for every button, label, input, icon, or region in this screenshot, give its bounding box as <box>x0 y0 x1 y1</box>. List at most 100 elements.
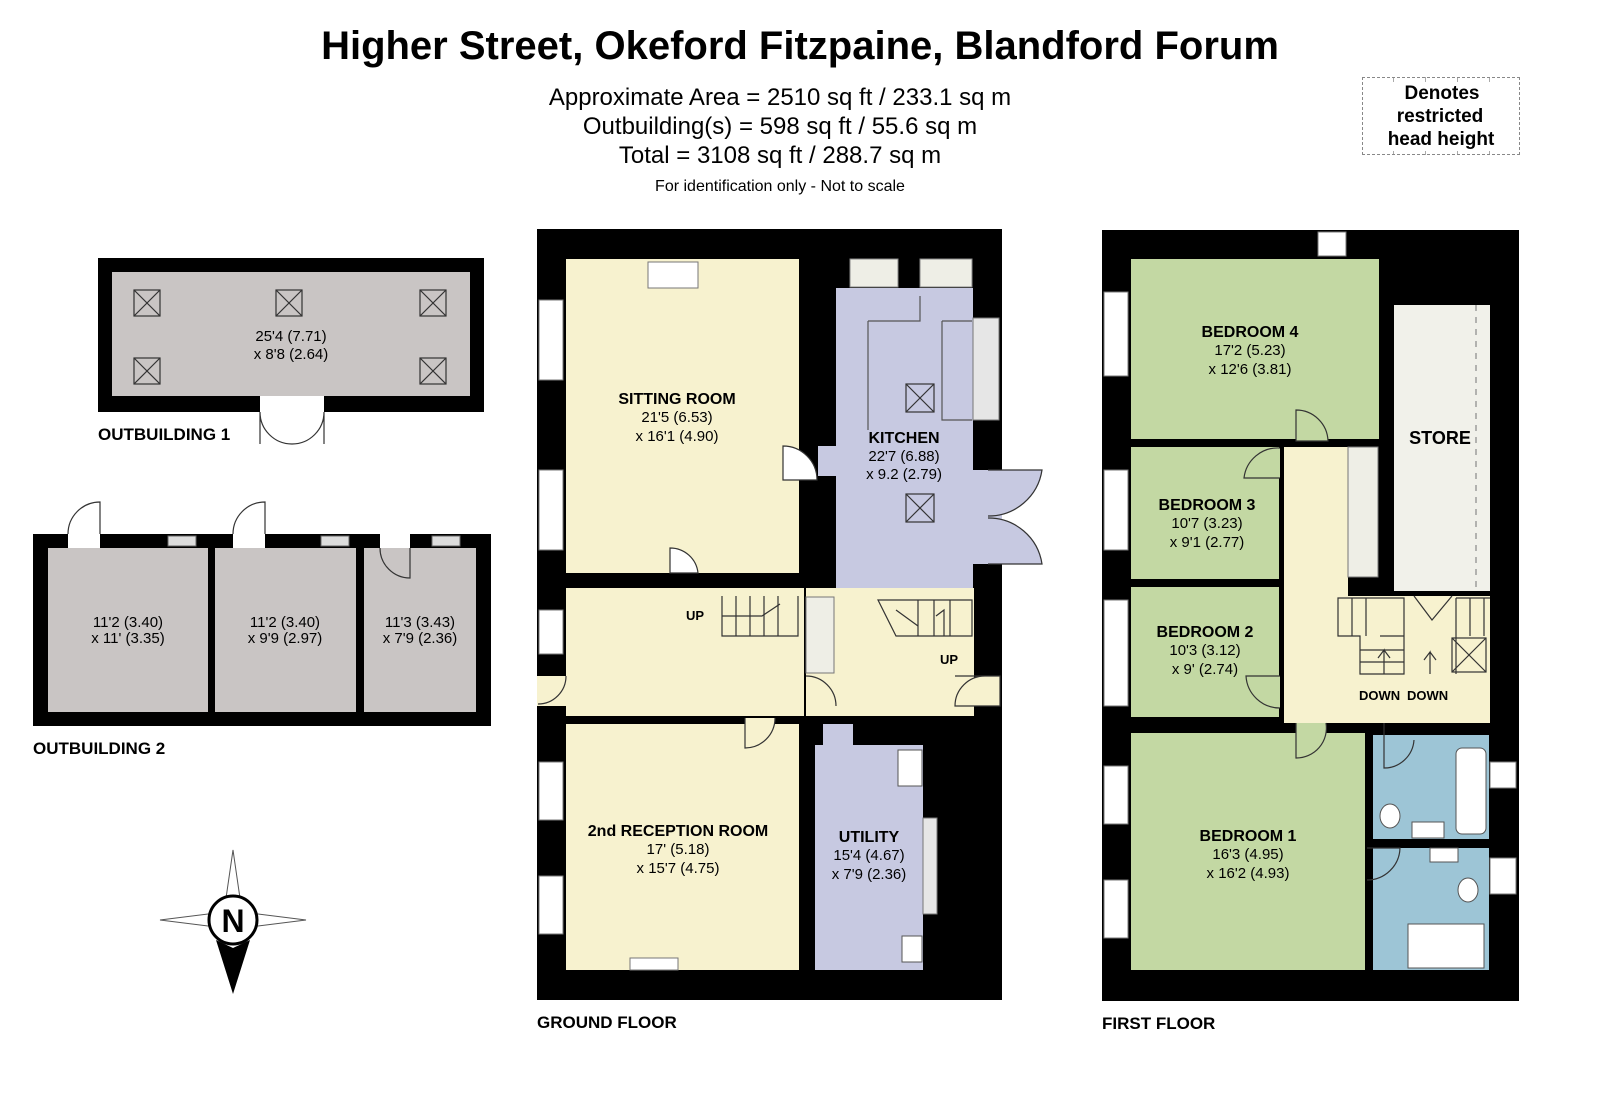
compass-rose: N <box>159 849 307 994</box>
store-door <box>1413 595 1453 621</box>
landing-wardrobe <box>1347 446 1379 578</box>
utility-wc <box>901 935 923 963</box>
sitting-room-dim-1: 21'5 (6.53) <box>641 409 712 426</box>
ground-floor-label: GROUND FLOOR <box>537 1013 677 1032</box>
stairs-up-label-2: UP <box>940 652 958 667</box>
kitchen-dim-1: 22'7 (6.88) <box>868 448 939 465</box>
ensuite-door <box>1366 847 1401 881</box>
sitting-room-door <box>782 445 818 481</box>
bedroom-3-name: BEDROOM 3 <box>1159 497 1256 514</box>
ob2-room-b <box>215 548 356 712</box>
ob2b-dim-1: 11'2 (3.40) <box>250 614 320 631</box>
ob2a-dim-1: 11'2 (3.40) <box>93 614 163 631</box>
kitchen-window <box>972 317 1000 421</box>
kitchen-skylights <box>905 383 935 523</box>
bedroom-2-door <box>1245 675 1281 709</box>
plan-title: Higher Street, Okeford Fitzpaine, Blandf… <box>321 24 1279 68</box>
stairs-up-label-1: UP <box>686 608 704 623</box>
bedroom-3-dim-1: 10'7 (3.23) <box>1171 515 1242 532</box>
bedroom-2-dim-2: x 9' (2.74) <box>1172 661 1238 678</box>
rear-hall-door <box>805 675 837 707</box>
reception-dim-2: x 15'7 (4.75) <box>637 860 720 877</box>
bedroom-2-dim-1: 10'3 (3.12) <box>1169 642 1240 659</box>
reception-floor <box>566 724 799 970</box>
kitchen-floor <box>836 288 973 588</box>
ff-stairs <box>1337 597 1490 675</box>
gf-stairs-2 <box>877 599 973 637</box>
outbuildings-area: Outbuilding(s) = 598 sq ft / 55.6 sq m <box>582 113 978 140</box>
hall-door <box>669 547 699 574</box>
bath-wc <box>1379 803 1401 829</box>
bedroom-1-dim-1: 16'3 (4.95) <box>1212 846 1283 863</box>
outbuilding-1-label: OUTBUILDING 1 <box>98 425 231 444</box>
ob2-window-c <box>431 535 461 547</box>
ob2-door-c <box>379 547 411 579</box>
reception-name: 2nd RECEPTION ROOM <box>588 823 768 840</box>
scale-note: For identification only - Not to scale <box>655 178 905 195</box>
utility-dim-2: x 7'9 (2.36) <box>832 866 907 883</box>
ob1-dim-1: 25'4 (7.71) <box>255 328 326 345</box>
gf-stairs-1 <box>721 596 799 637</box>
bathroom-door <box>1383 723 1415 769</box>
kitchen-unit-2 <box>919 258 973 288</box>
sanitary-ware <box>1379 747 1487 969</box>
stairs-down-label-1: DOWN <box>1359 688 1400 703</box>
ensuite-wc <box>1457 877 1479 903</box>
ob2-window-a <box>167 535 197 547</box>
store-floor <box>1394 305 1490 591</box>
ob2c-dim-1: 11'3 (3.43) <box>385 614 455 631</box>
ob1-double-door <box>259 411 325 445</box>
stairs-down-label-2: DOWN <box>1407 688 1448 703</box>
ob2a-dim-2: x 11' (3.35) <box>91 630 164 647</box>
bedroom-4-door <box>1295 409 1329 442</box>
reception-dim-1: 17' (5.18) <box>647 841 710 858</box>
kitchen-dim-2: x 9.2 (2.79) <box>866 466 942 483</box>
compass-north-arrow <box>216 940 250 994</box>
ob2b-dim-2: x 9'9 (2.97) <box>248 630 323 647</box>
ob2-window-b <box>320 535 350 547</box>
utility-dim-1: 15'4 (4.67) <box>833 847 904 864</box>
bedroom-4-floor <box>1131 259 1379 439</box>
bedroom-3-door <box>1243 447 1281 479</box>
ground-floor: UP UP SITTING ROOM 21'5 (6.53) x 16'1 (4… <box>537 229 1043 1000</box>
bedroom-4-dim-1: 17'2 (5.23) <box>1214 342 1285 359</box>
ob2c-dim-2: x 7'9 (2.36) <box>383 630 458 647</box>
ob2-door-b <box>232 501 266 535</box>
sitting-room-dim-2: x 16'1 (4.90) <box>636 428 719 445</box>
total-area: Total = 3108 sq ft / 288.7 sq m <box>618 142 942 169</box>
first-floor: DOWN DOWN BEDROOM 4 17'2 (5.23) x 12'6 (… <box>1102 230 1519 1001</box>
bedroom-1-dim-2: x 16'2 (4.93) <box>1207 865 1290 882</box>
ob1-floor <box>112 272 470 396</box>
bedroom-1-name: BEDROOM 1 <box>1200 828 1297 845</box>
ob2-room-a <box>48 548 208 712</box>
utility-name: UTILITY <box>839 829 900 846</box>
compass-letter: N <box>221 903 244 939</box>
bedroom-3-dim-2: x 9'1 (2.77) <box>1170 534 1245 551</box>
sitting-room-name: SITTING ROOM <box>618 391 735 408</box>
bedroom-4-dim-2: x 12'6 (3.81) <box>1209 361 1292 378</box>
landing-floor-2 <box>1284 596 1490 723</box>
bedroom-1-door <box>1295 722 1328 759</box>
ff-windows <box>1103 231 1517 939</box>
ob1-dim-2: x 8'8 (2.64) <box>254 346 329 363</box>
utility-window <box>922 817 938 915</box>
sitting-room-floor <box>566 259 799 573</box>
store-name: STORE <box>1409 428 1471 448</box>
front-door <box>537 675 567 705</box>
ob2-room-c <box>364 548 476 712</box>
kitchen-worktops <box>867 296 972 430</box>
restricted-height-legend: Denotes restricted head height <box>1362 77 1520 155</box>
legend-line-2: head height <box>1385 128 1497 150</box>
ob2-door-a <box>67 501 101 535</box>
reception-door <box>744 717 776 749</box>
hall-floor <box>566 588 804 716</box>
approximate-area: Approximate Area = 2510 sq ft / 233.1 sq… <box>548 84 1012 111</box>
bedroom-2-name: BEDROOM 2 <box>1157 624 1254 641</box>
hall-cupboard <box>805 596 835 674</box>
outbuilding-2: 11'2 (3.40) x 11' (3.35) 11'2 (3.40) x 9… <box>33 501 491 726</box>
utility-sink <box>897 749 923 787</box>
ob1-skylights <box>133 289 447 385</box>
kitchen-double-door <box>987 469 1043 565</box>
kitchen-unit-1 <box>849 258 899 288</box>
